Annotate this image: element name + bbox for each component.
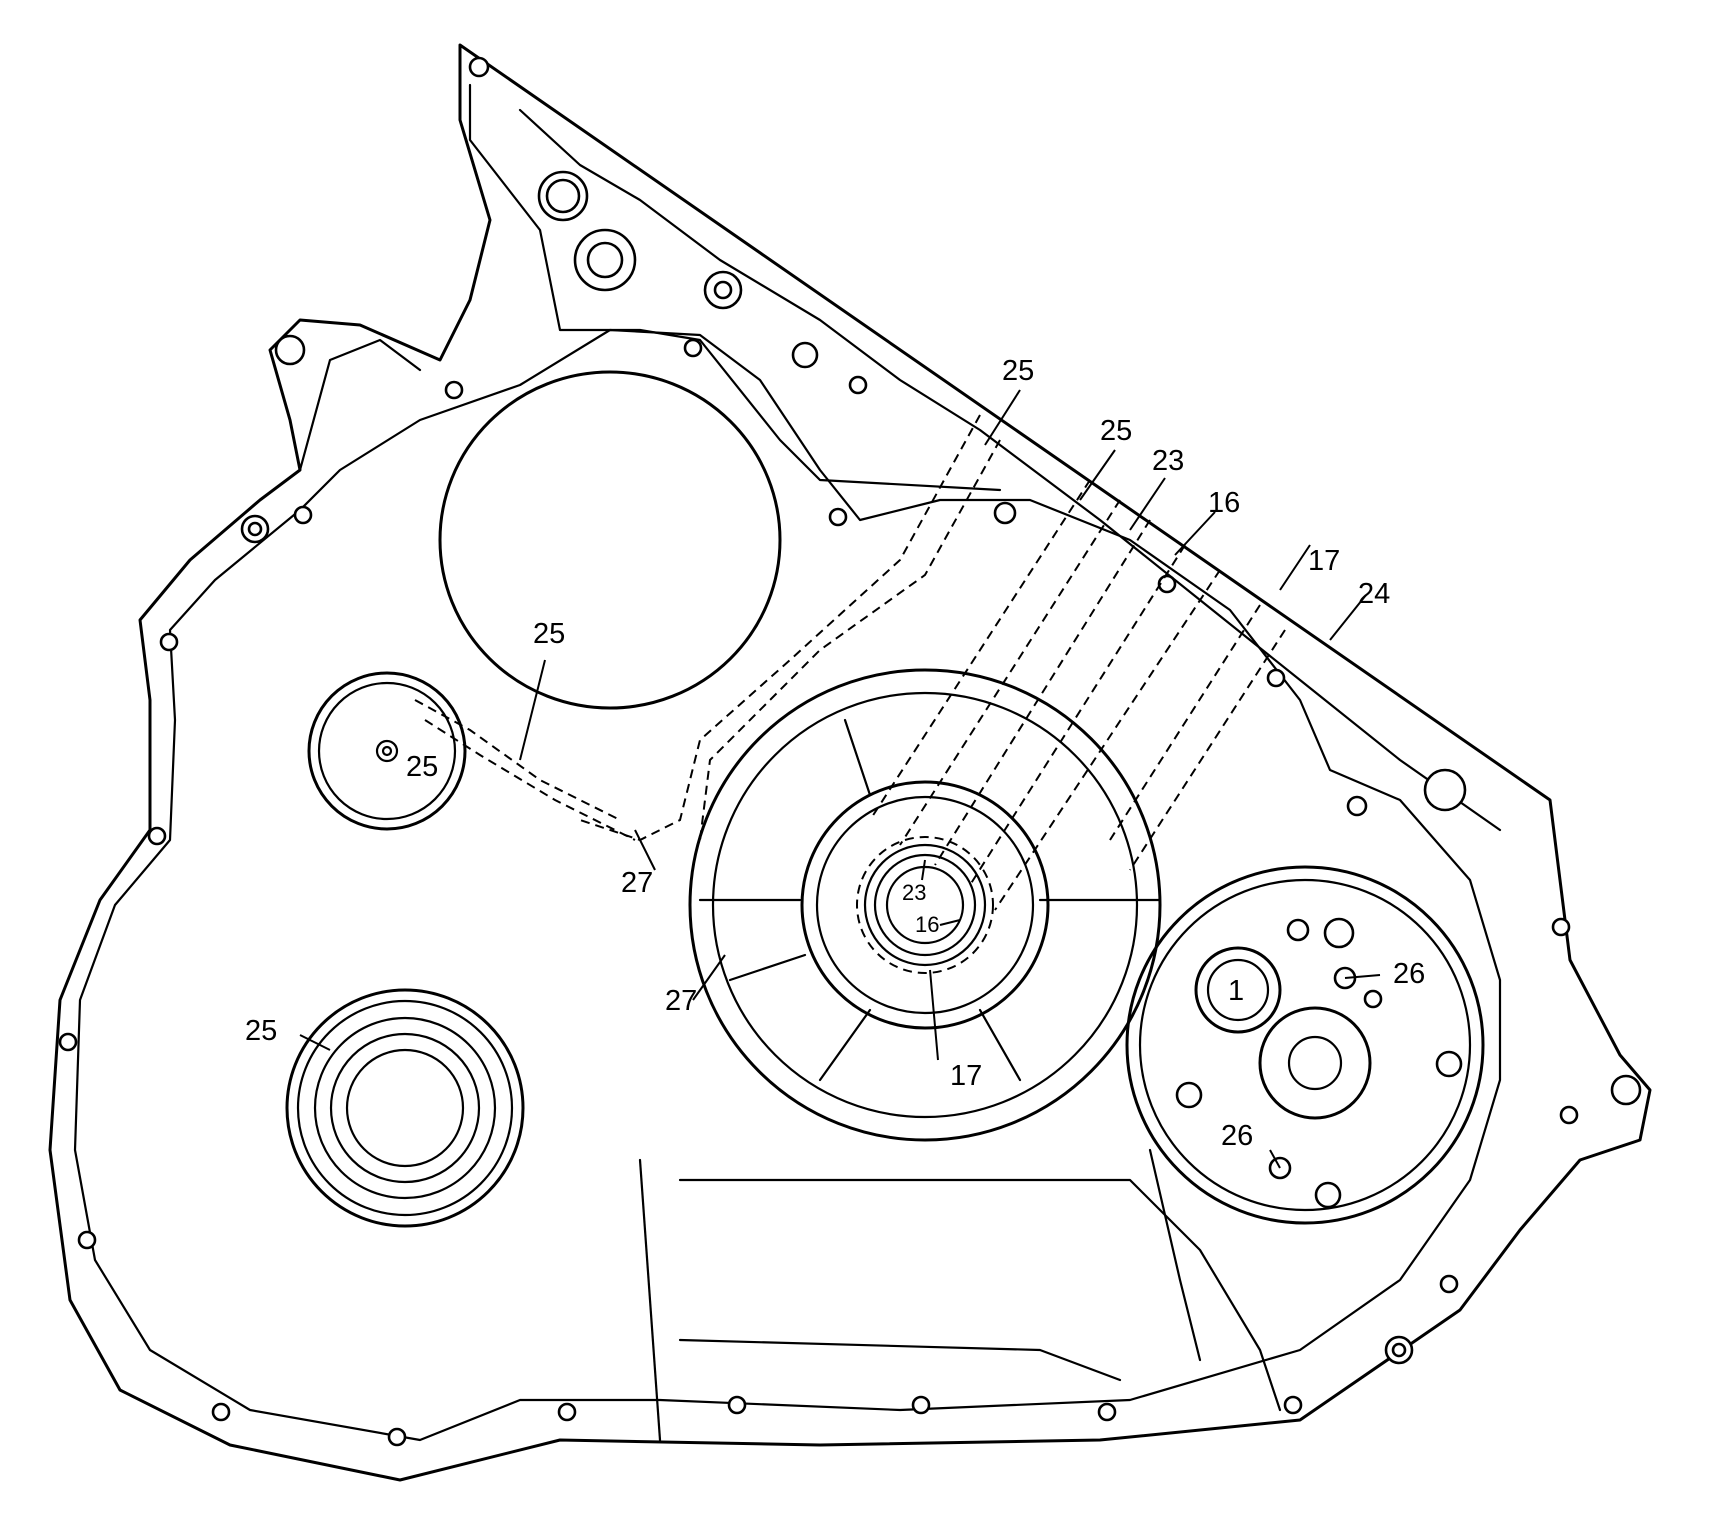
callout-25-mid: 25 — [533, 618, 565, 650]
callout-17-bottom: 17 — [950, 1060, 982, 1092]
callout-23-top: 23 — [1152, 445, 1184, 477]
callout-26-right-upper: 26 — [1393, 958, 1425, 990]
callout-27-lower: 27 — [665, 985, 697, 1017]
internal-passages — [414, 414, 1286, 911]
callout-26-right-lower: 26 — [1221, 1120, 1253, 1152]
callout-25-lower-left: 25 — [245, 1015, 277, 1047]
upper-bosses — [274, 170, 1467, 812]
case-housing — [48, 43, 1652, 1482]
callout-labels: 25 25 23 16 17 24 25 25 27 23 16 27 17 2… — [245, 355, 1425, 1152]
callout-27-upper: 27 — [621, 867, 653, 899]
leader-lines — [299, 389, 1381, 1169]
callout-25-left-plug: 25 — [406, 751, 438, 783]
left-plug-25 — [307, 671, 467, 831]
center-bore-assembly — [688, 668, 1162, 1142]
callout-16-center: 16 — [915, 912, 939, 937]
upper-bore — [438, 370, 782, 710]
callout-23-center: 23 — [902, 880, 926, 905]
callout-24-top: 24 — [1358, 578, 1390, 610]
callout-1-plug: 1 — [1228, 975, 1244, 1007]
right-bore-assembly — [1125, 865, 1485, 1225]
perimeter-bolt-holes — [58, 56, 1642, 1447]
callout-16-top: 16 — [1208, 487, 1240, 519]
callout-17-top: 17 — [1308, 545, 1340, 577]
lower-left-bore-25 — [285, 988, 525, 1228]
callout-25-top-b: 25 — [1100, 415, 1132, 447]
callout-25-top-a: 25 — [1002, 355, 1034, 387]
